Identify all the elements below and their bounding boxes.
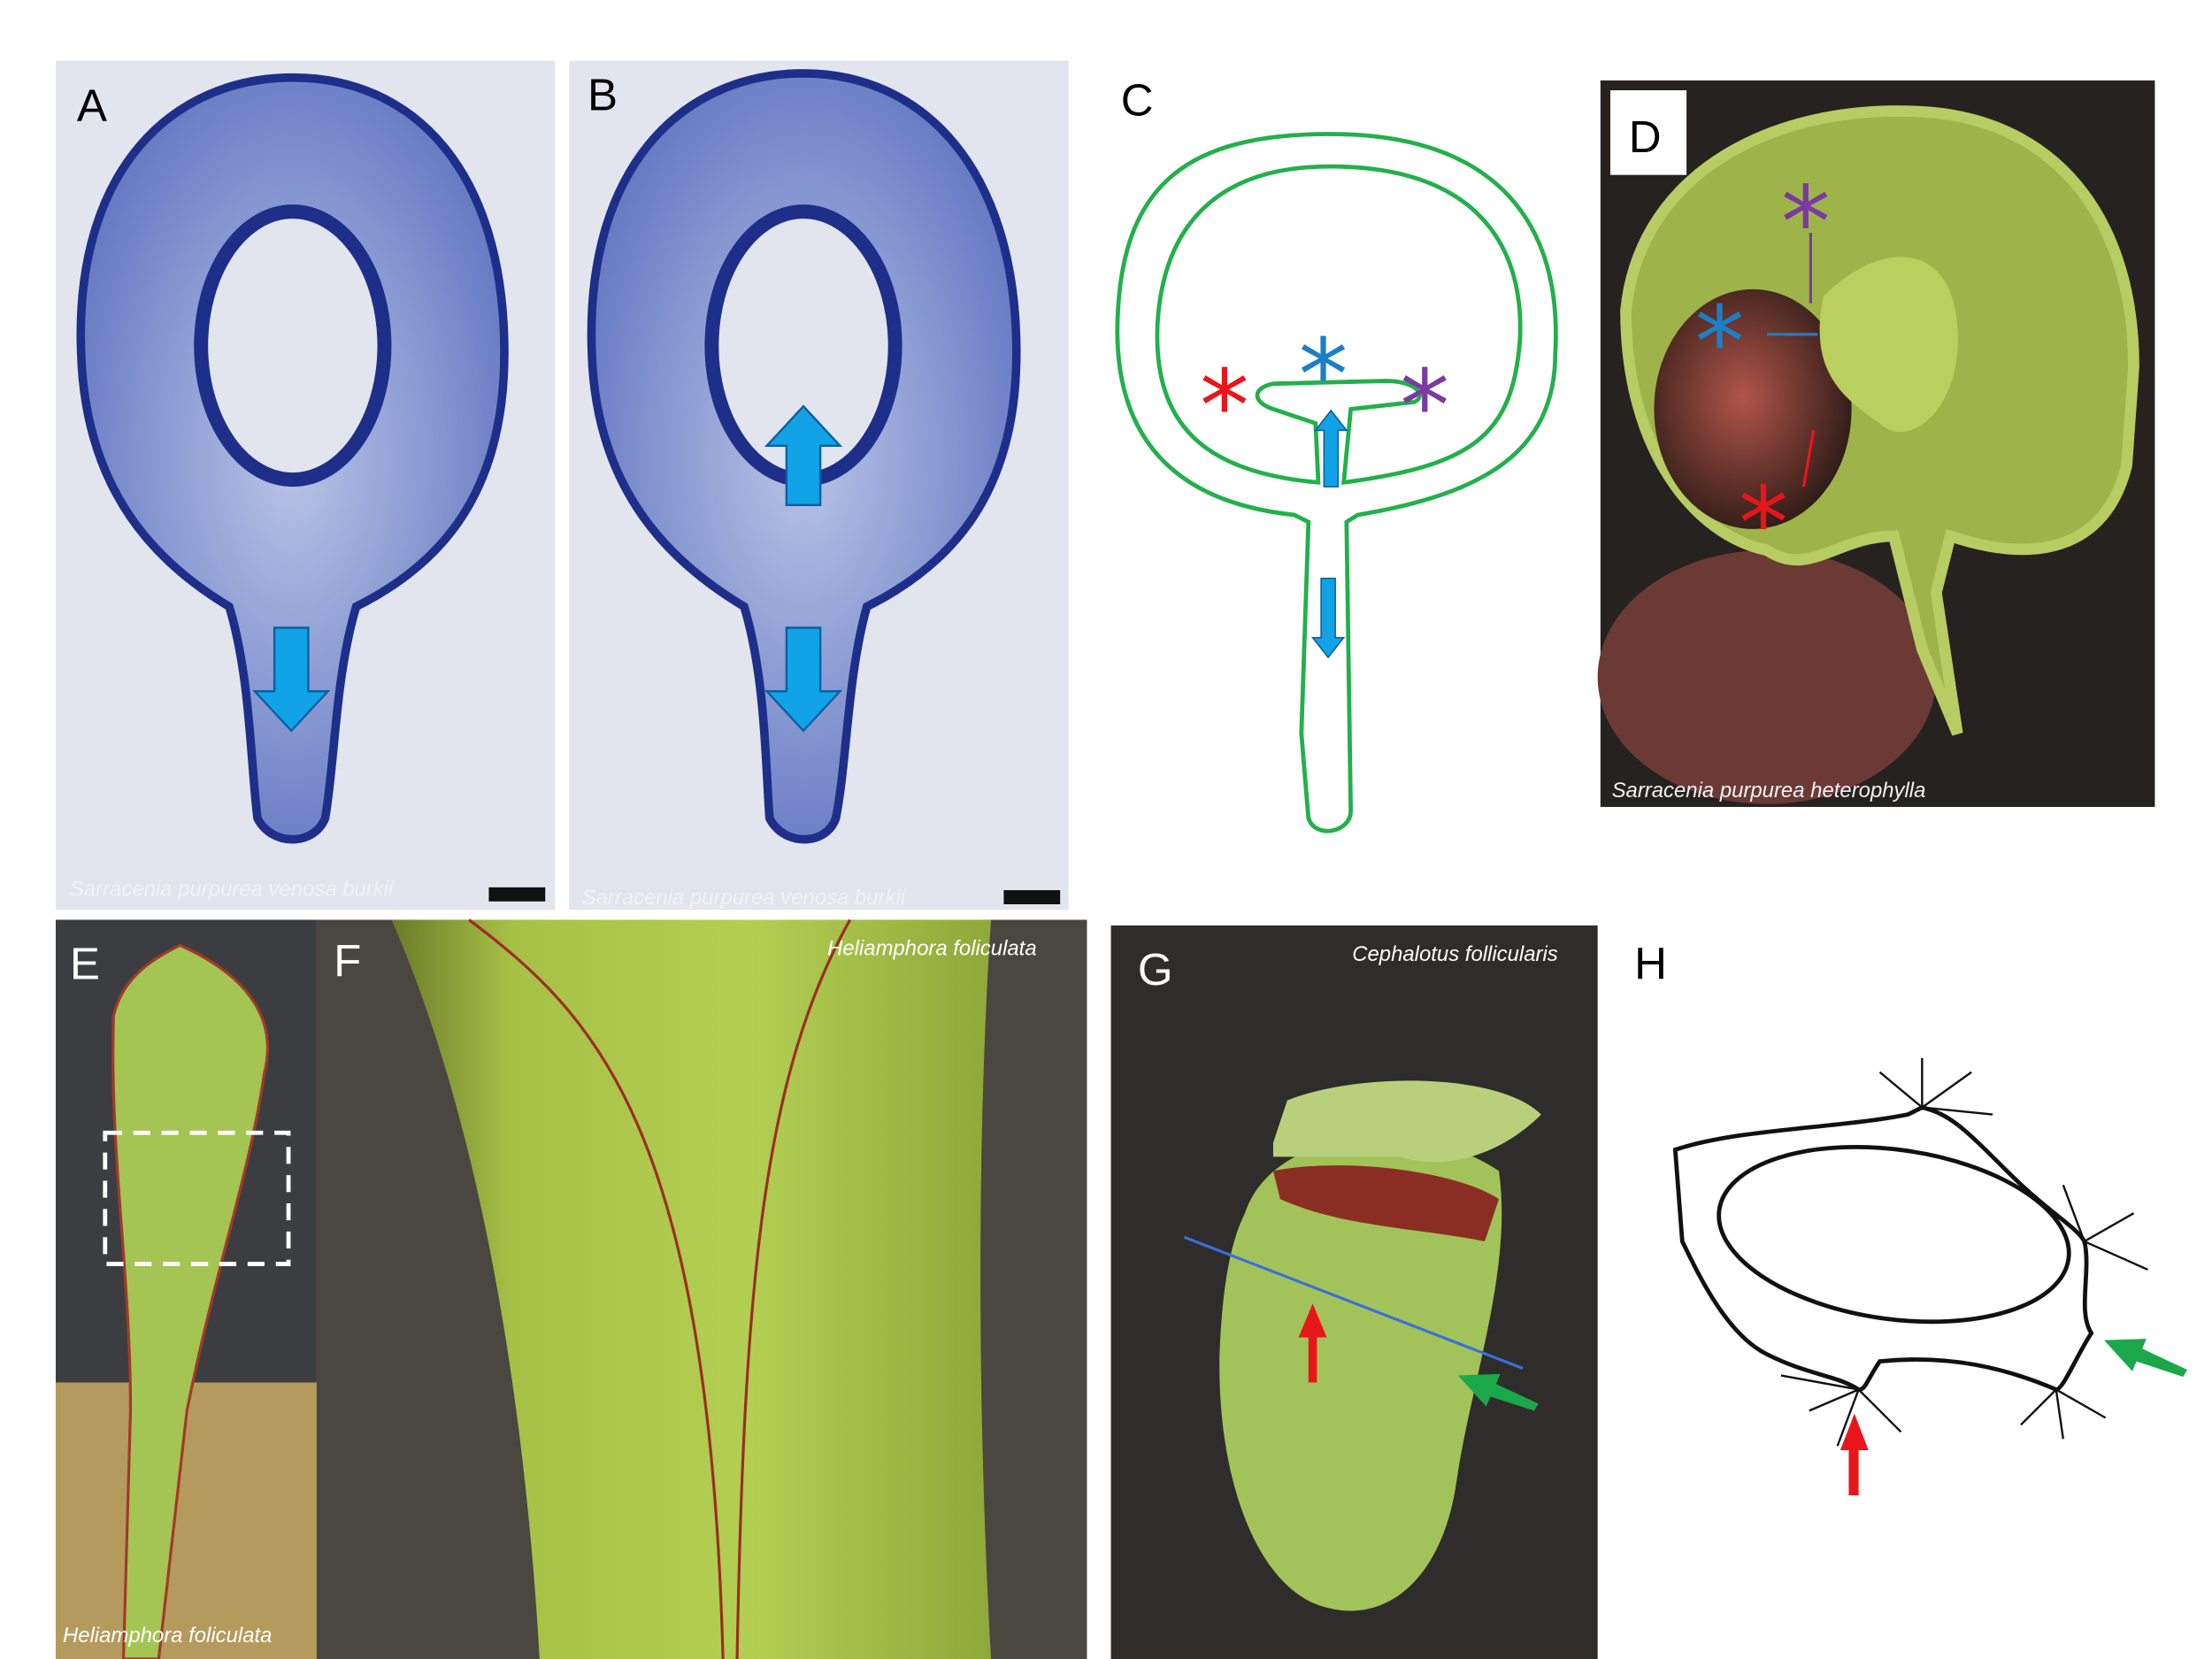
panel-c: C * * * — [1115, 75, 1558, 833]
section-line — [1183, 1235, 1524, 1371]
green-arrow-icon — [1457, 1373, 1539, 1411]
red-arrow-icon — [1839, 1413, 1869, 1496]
outer-outline — [1115, 132, 1558, 833]
red-asterisk-icon: * — [1200, 349, 1249, 464]
blue-asterisk-icon: * — [1299, 318, 1348, 433]
species-caption-d: Sarracenia purpurea heterophylla — [1612, 779, 1926, 803]
red-asterisk-icon: * — [1739, 466, 1788, 581]
lumen-drawing — [1717, 1144, 2071, 1325]
upward-arrow-icon — [764, 404, 843, 506]
panel-b: B Sarracenia purpurea venosa burkii — [569, 60, 1069, 910]
pitcher-photo — [1219, 1137, 1502, 1611]
purple-asterisk-icon: * — [1400, 349, 1449, 464]
green-arrow-icon — [2104, 1339, 2188, 1378]
species-caption-g: Cephalotus follicularis — [1352, 942, 1558, 966]
panel-e: E Heliamphora foliculata — [55, 919, 317, 1659]
species-caption-a: Sarracenia purpurea venosa burkii — [70, 877, 394, 901]
scale-bar — [1003, 890, 1061, 905]
downward-arrow-icon — [252, 626, 331, 733]
panel-label-e: E — [70, 939, 100, 989]
panel-label-c: C — [1121, 75, 1154, 126]
species-caption-e: Heliamphora foliculata — [63, 1624, 273, 1647]
pitcher-photo — [111, 943, 269, 1659]
panel-label-f: F — [334, 935, 361, 986]
upward-arrow-icon — [1314, 409, 1348, 488]
hairs — [1780, 1057, 2148, 1447]
panel-label-h: H — [1634, 939, 1667, 989]
panel-a: A Sarracenia purpurea venosa burkii — [55, 60, 556, 910]
panel-label-a: A — [77, 81, 107, 131]
panel-label-d: D — [1629, 111, 1662, 162]
inner-outline — [1155, 164, 1523, 486]
pitcher-lumen — [194, 204, 392, 488]
panel-f: F Heliamphora foliculata — [316, 918, 1087, 1659]
downward-arrow-icon — [764, 626, 843, 733]
panel-label-g: G — [1138, 944, 1173, 995]
zoom-region-box — [103, 1130, 291, 1266]
panel-g: G Cephalotus follicularis — [1110, 925, 1598, 1659]
scale-bar — [488, 887, 546, 902]
purple-asterisk-icon: * — [1781, 165, 1831, 280]
downward-arrow-icon — [1310, 577, 1346, 659]
species-caption-f: Heliamphora foliculata — [827, 936, 1037, 960]
species-caption-b: Sarracenia purpurea venosa burkii — [582, 886, 906, 910]
blue-asterisk-icon: * — [1695, 286, 1745, 401]
panel-label-b: B — [588, 69, 618, 119]
panel-h: H — [1634, 939, 2188, 1496]
panel-d: D * * * Sarracenia purpurea heterophylla — [1597, 80, 2155, 807]
red-arrow-icon — [1298, 1303, 1327, 1383]
pitcher-closeup-photo — [391, 919, 992, 1659]
